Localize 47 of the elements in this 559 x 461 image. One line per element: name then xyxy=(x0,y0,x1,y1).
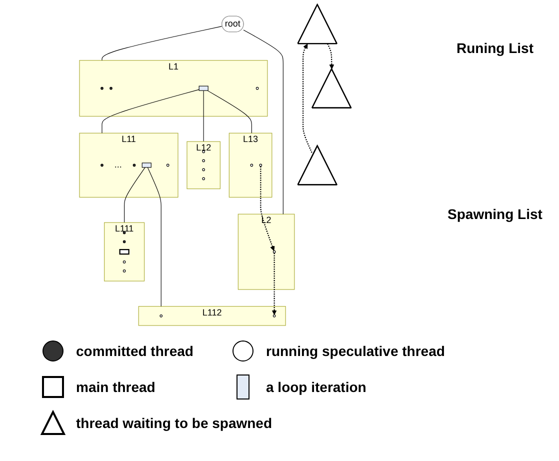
node-circle xyxy=(202,159,205,162)
connector xyxy=(203,90,204,142)
list-label: Spawning List xyxy=(446,206,544,222)
node-circle xyxy=(100,86,104,90)
node-circle xyxy=(166,164,169,167)
node-circle xyxy=(272,314,276,318)
legend-text: committed thread xyxy=(76,343,194,359)
node-circle xyxy=(122,240,126,244)
node-circle xyxy=(202,177,205,180)
node-circle xyxy=(272,250,276,254)
node-bar xyxy=(142,162,152,168)
cluster: L12 xyxy=(186,141,220,190)
cluster: L111 xyxy=(104,222,144,282)
connector xyxy=(124,167,146,223)
cluster: L112 xyxy=(138,306,286,326)
node-bar xyxy=(198,86,208,91)
connector xyxy=(242,30,284,214)
node-circle xyxy=(202,168,205,172)
node-circle xyxy=(122,270,126,272)
node-circle xyxy=(202,150,205,154)
node-circle xyxy=(122,260,126,264)
node-circle xyxy=(250,164,253,167)
node-circle xyxy=(258,164,262,167)
node-circle xyxy=(122,231,126,234)
node-circle xyxy=(256,86,258,90)
node-box xyxy=(118,249,130,255)
legend-text: main thread xyxy=(76,379,156,395)
cluster: L2 xyxy=(238,214,294,290)
cluster: L13 xyxy=(228,132,272,198)
node-text: ... xyxy=(114,160,122,170)
arrow xyxy=(326,44,334,70)
arrow xyxy=(260,166,274,251)
connector xyxy=(147,167,162,307)
connector xyxy=(101,89,200,134)
legend-text: running speculative thread xyxy=(266,343,445,359)
cluster: L1 xyxy=(78,60,268,117)
node-circle xyxy=(159,314,162,318)
list-label: Runing List xyxy=(456,40,534,56)
node-circle xyxy=(109,86,112,90)
arrow xyxy=(302,44,312,154)
connector xyxy=(206,90,252,134)
node-circle xyxy=(100,164,104,167)
arrow xyxy=(272,252,276,316)
legend-text: a loop iteration xyxy=(266,379,366,395)
legend-text: thread waiting to be spawned xyxy=(76,415,272,431)
node-circle xyxy=(132,164,136,167)
connector xyxy=(101,26,222,61)
